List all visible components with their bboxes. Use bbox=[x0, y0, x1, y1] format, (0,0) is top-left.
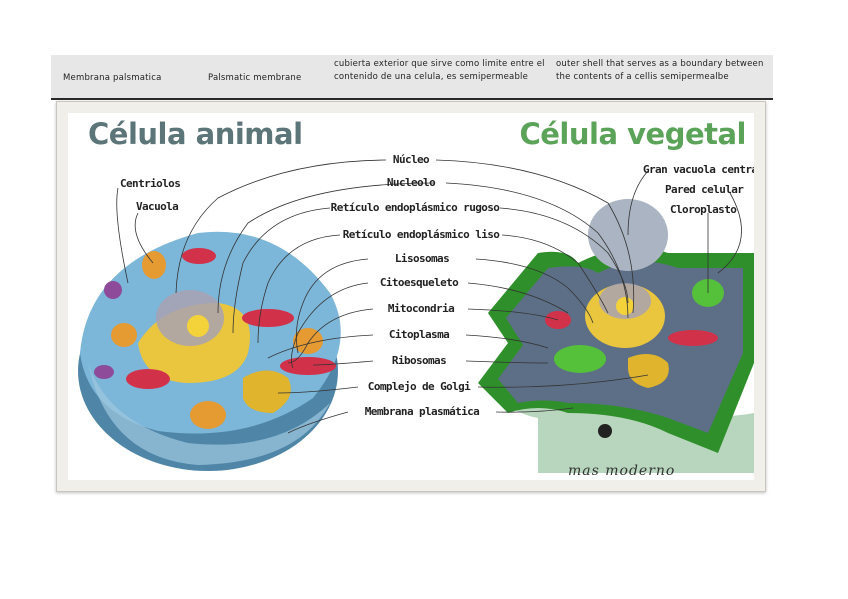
spanish-term: Membrana palsmatica bbox=[63, 73, 162, 83]
animal-cell-title: Célula animal bbox=[88, 117, 303, 151]
label-citoesqueleto: Citoesqueleto bbox=[379, 276, 459, 289]
cell-illustration bbox=[78, 159, 754, 473]
label-citoplasma: Citoplasma bbox=[388, 328, 450, 341]
label-reticulo-liso: Retículo endoplásmico liso bbox=[342, 228, 500, 241]
label-gran-vacuola: Gran vacuola centra bbox=[643, 163, 754, 176]
label-lisosomas: Lisosomas bbox=[394, 252, 450, 265]
label-golgi: Complejo de Golgi bbox=[367, 380, 471, 393]
label-ribosomas: Ribosomas bbox=[391, 354, 447, 367]
label-reticulo-rugoso: Retículo endoplásmico rugoso bbox=[330, 201, 500, 214]
vocabulary-row: Membrana palsmatica Palsmatic membrane c… bbox=[51, 55, 773, 100]
label-nucleo: Núcleo bbox=[392, 153, 430, 166]
label-cloroplasto: Cloroplasto bbox=[670, 203, 737, 216]
label-vacuola: Vacuola bbox=[136, 200, 179, 213]
english-term: Palsmatic membrane bbox=[208, 73, 302, 83]
label-membrana: Membrana plasmática bbox=[364, 405, 480, 418]
handwritten-note: mas moderno bbox=[568, 463, 676, 479]
plant-cell bbox=[478, 199, 754, 473]
animal-cell bbox=[78, 231, 341, 471]
label-centriolos: Centriolos bbox=[120, 177, 181, 190]
label-mitocondria: Mitocondria bbox=[387, 302, 455, 315]
spanish-definition: cubierta exterior que sirve como limite … bbox=[334, 59, 545, 82]
english-definition: outer shell that serves as a boundary be… bbox=[556, 59, 764, 82]
label-pared-celular: Pared celular bbox=[665, 183, 744, 196]
cell-diagram-frame: Célula animal Célula vegetal Núcleo Nucl… bbox=[56, 101, 766, 492]
cell-diagram: Célula animal Célula vegetal Núcleo Nucl… bbox=[68, 113, 754, 480]
plant-cell-title: Célula vegetal bbox=[519, 117, 746, 151]
leader-lines bbox=[116, 159, 742, 434]
label-nucleolo: Nucleolo bbox=[386, 176, 436, 189]
